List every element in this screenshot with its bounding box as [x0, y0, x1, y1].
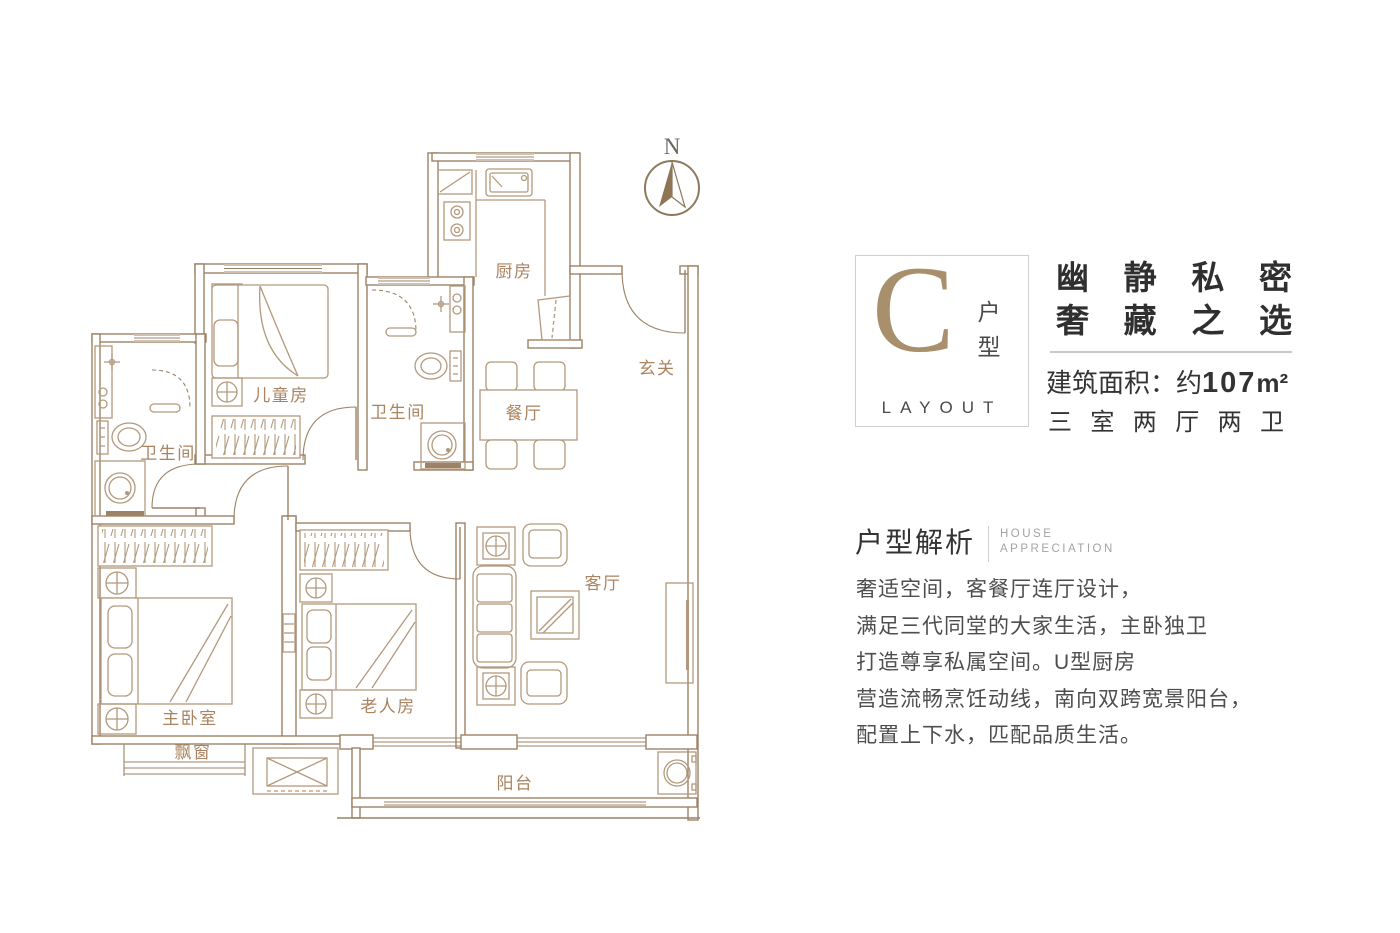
bathroom-left-fixtures [94, 345, 147, 517]
doors [149, 269, 686, 580]
section-subtitle: HOUSE APPRECIATION [1000, 527, 1115, 557]
kitchen-fixtures [437, 168, 571, 341]
living-furniture [472, 523, 694, 706]
description-line: 奢适空间，客餐厅连厅设计， [856, 578, 1142, 601]
room-label-balcony: 阳台 [497, 774, 534, 793]
section-subtitle-line-2: APPRECIATION [1000, 543, 1115, 555]
room-label-foyer: 玄关 [639, 359, 676, 378]
description-line: 打造尊享私属空间。U型厨房 [856, 651, 1137, 674]
balcony-fixtures [252, 613, 697, 795]
section-divider [988, 526, 989, 562]
divider [1050, 351, 1292, 353]
north-label: N [664, 134, 681, 159]
ac-platform [252, 747, 339, 795]
room-label-living: 客厅 [585, 574, 622, 593]
description-line: 满足三代同堂的大家生活，主卧独卫 [856, 614, 1208, 638]
north-compass-icon: N [644, 134, 700, 216]
section-title: 户型解析 [855, 527, 976, 558]
area-line: 建筑面积：约107m² [1046, 363, 1292, 400]
room-label-dining: 餐厅 [506, 404, 543, 423]
slogan-line-2: 奢藏之选 [1056, 302, 1292, 339]
master-bedroom-furniture [97, 525, 233, 735]
description: 奢适空间，客餐厅连厅设计， 满足三代同堂的大家生活，主卧独卫 打造尊享私属空间。… [856, 572, 1316, 755]
room-label-bay-window: 飘窗 [175, 743, 212, 762]
room-label-bathroom-center: 卫生间 [370, 403, 426, 422]
windows [123, 153, 646, 776]
bathroom-center-fixtures [414, 285, 466, 470]
room-label-elder-room: 老人房 [360, 697, 416, 716]
wall-niche [282, 613, 296, 653]
unit-badge: C 户型 LAYOUT [855, 241, 1029, 427]
unit-type-vertical: 户型 [974, 300, 1000, 370]
rooms-summary: 三室两厅两卫 [1048, 409, 1284, 436]
floor-plan: N 厨房 玄关 餐厅 儿童房 卫生间 卫生间 客厅 主卧室 老人房 飘窗 阳台 [91, 134, 700, 821]
section-subtitle-line-1: HOUSE [1000, 528, 1054, 540]
layout-word: LAYOUT [881, 398, 1003, 417]
elder-room-furniture [299, 529, 417, 719]
bay-window-glazing [123, 744, 246, 776]
slogan-line-1: 幽静私密 [1056, 259, 1292, 296]
kids-room-furniture [211, 283, 329, 459]
area-prefix: 建筑面积：约 [1046, 368, 1203, 398]
room-label-bathroom-left: 卫生间 [140, 444, 196, 463]
unit-letter: C [872, 241, 955, 378]
description-line: 营造流畅烹饪动线，南向双跨宽景阳台， [856, 687, 1252, 711]
room-label-kids-room: 儿童房 [253, 386, 309, 405]
description-line: 配置上下水，匹配品质生活。 [856, 724, 1142, 747]
room-label-master-bedroom: 主卧室 [162, 709, 218, 728]
walls [91, 152, 700, 821]
area-number: 107 [1202, 367, 1257, 399]
slogan: 幽静私密 奢藏之选 [1056, 256, 1292, 342]
dining-set [479, 361, 578, 470]
room-label-kitchen: 厨房 [496, 262, 533, 281]
area-unit: m² [1256, 368, 1289, 398]
